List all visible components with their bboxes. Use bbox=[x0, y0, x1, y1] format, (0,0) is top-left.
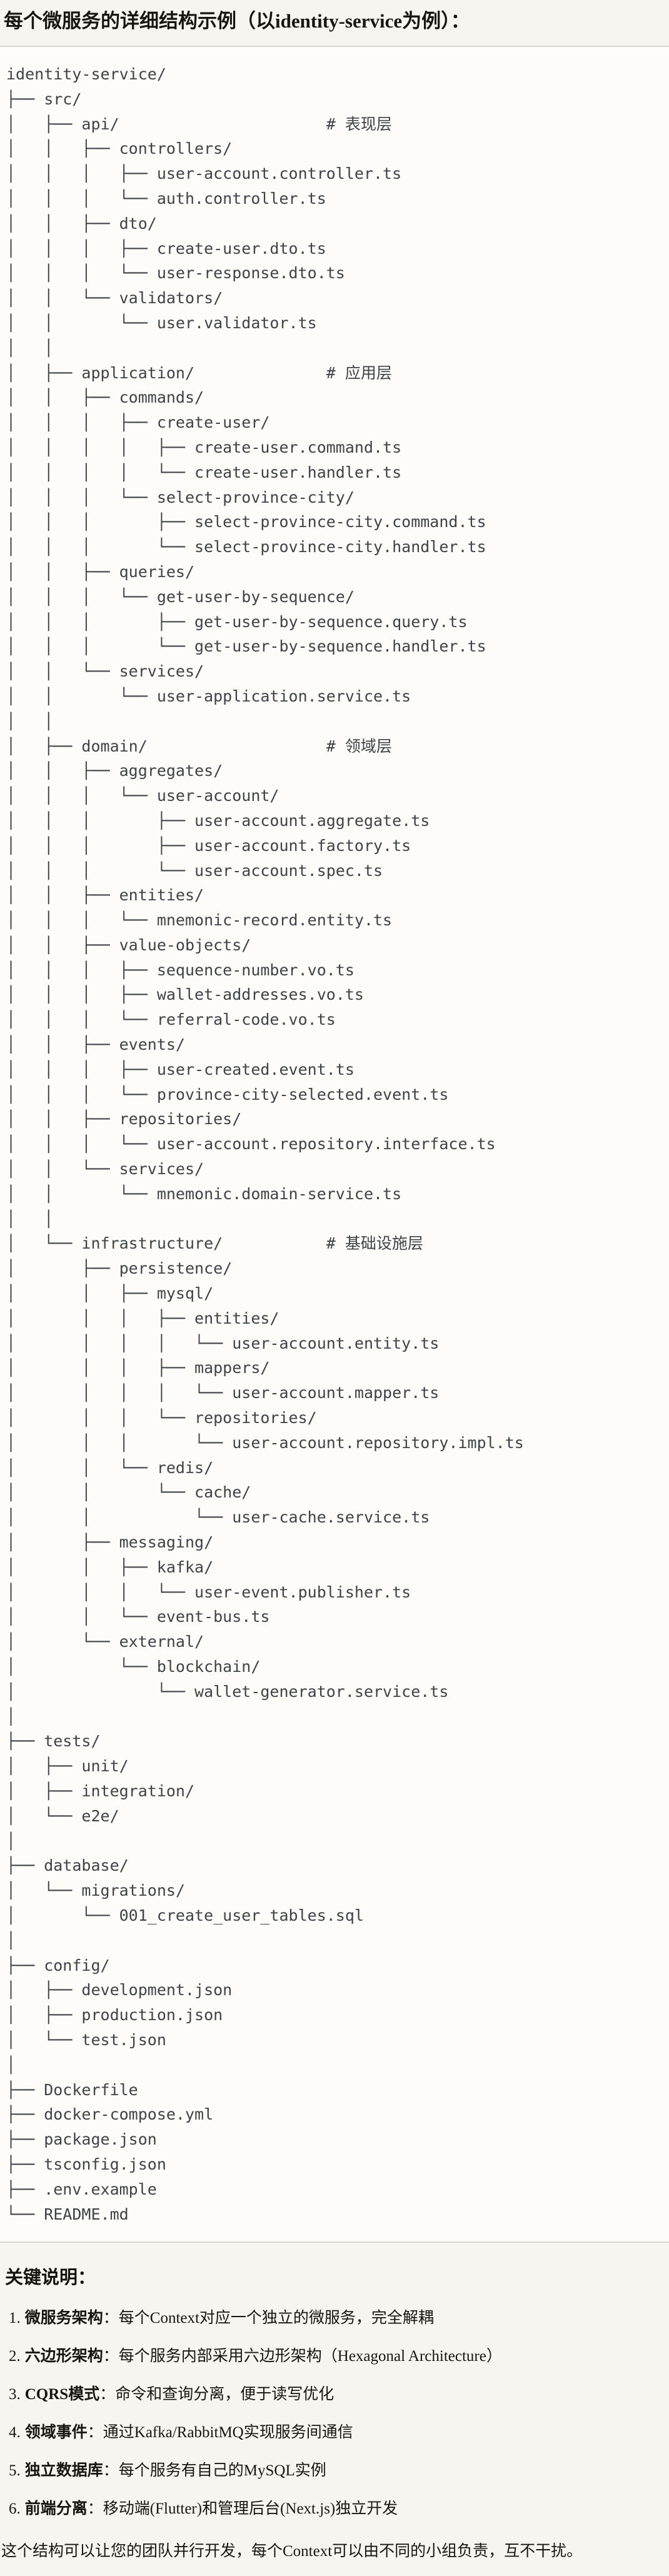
item-number: 4. bbox=[9, 2424, 21, 2442]
item-label: 六边形架构 bbox=[24, 2348, 103, 2365]
directory-tree: identity-service/ ├── src/ │ ├── api/ # … bbox=[6, 65, 524, 2223]
item-label: 微服务架构 bbox=[24, 2310, 103, 2327]
code-block: identity-service/ ├── src/ │ ├── api/ # … bbox=[0, 46, 669, 2243]
item-number: 2. bbox=[9, 2348, 21, 2365]
item-label: CQRS模式 bbox=[24, 2386, 100, 2403]
list-item: 6.前端分离：移动端(Flutter)和管理后台(Next.js)独立开发 bbox=[9, 2498, 669, 2520]
list-item: 3.CQRS模式：命令和查询分离，便于读写优化 bbox=[9, 2384, 669, 2405]
list-item: 1.微服务架构：每个Context对应一个独立的微服务，完全解耦 bbox=[9, 2308, 669, 2329]
item-text: ：移动端(Flutter)和管理后台(Next.js)独立开发 bbox=[87, 2500, 398, 2518]
list-item: 2.六边形架构：每个服务内部采用六边形架构（Hexagonal Architec… bbox=[9, 2346, 669, 2367]
item-text: ：每个Context对应一个独立的微服务，完全解耦 bbox=[103, 2310, 434, 2327]
item-label: 领域事件 bbox=[24, 2424, 88, 2442]
list-item: 5.独立数据库：每个服务有自己的MySQL实例 bbox=[9, 2460, 669, 2482]
page-title: 每个微服务的详细结构示例（以identity-service为例）： bbox=[4, 10, 470, 32]
item-number: 3. bbox=[9, 2386, 21, 2403]
item-label: 前端分离 bbox=[24, 2500, 88, 2518]
notes-heading: 关键说明： bbox=[5, 2268, 96, 2288]
notes-section: 关键说明： 1.微服务架构：每个Context对应一个独立的微服务，完全解耦 2… bbox=[0, 2265, 669, 2562]
item-text: ：通过Kafka/RabbitMQ实现服务间通信 bbox=[87, 2424, 353, 2442]
item-text: ：每个服务有自己的MySQL实例 bbox=[103, 2462, 326, 2480]
footer-paragraph: 这个结构可以让您的团队并行开发，每个Context可以由不同的小组负责，互不干扰… bbox=[1, 2543, 583, 2560]
notes-list: 1.微服务架构：每个Context对应一个独立的微服务，完全解耦 2.六边形架构… bbox=[0, 2308, 669, 2520]
item-text: ：命令和查询分离，便于读写优化 bbox=[99, 2386, 334, 2403]
list-item: 4.领域事件：通过Kafka/RabbitMQ实现服务间通信 bbox=[9, 2422, 669, 2443]
item-label: 独立数据库 bbox=[24, 2462, 103, 2480]
item-number: 5. bbox=[9, 2462, 21, 2480]
item-number: 1. bbox=[9, 2310, 21, 2327]
item-number: 6. bbox=[9, 2500, 21, 2518]
item-text: ：每个服务内部采用六边形架构（Hexagonal Architecture） bbox=[103, 2348, 502, 2365]
